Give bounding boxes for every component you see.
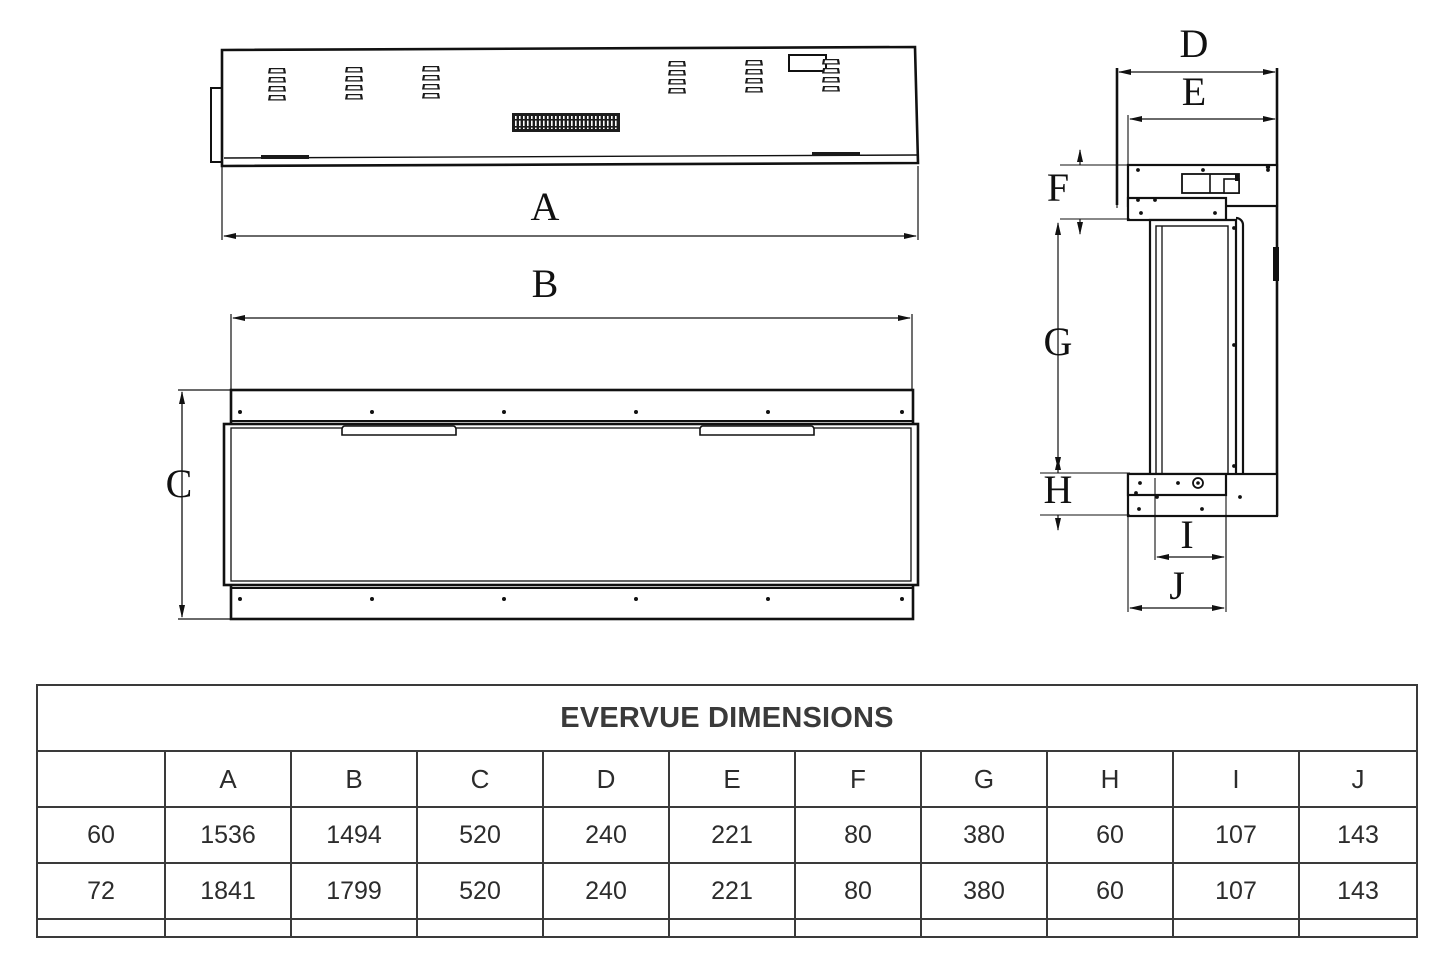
cell-clipped	[1046, 918, 1174, 938]
column-header-d: D	[542, 750, 670, 808]
cell-a: 1841	[164, 862, 292, 920]
table-title-row: EVERVUE DIMENSIONS	[35, 684, 1419, 752]
side-view-top-bracket-lip	[1126, 196, 1228, 222]
cell-clipped	[920, 918, 1048, 938]
cell-clipped	[290, 918, 418, 938]
front-view-glass-inner-edge	[230, 427, 912, 582]
table-header-row: A B C D E F G H I J	[36, 750, 1419, 808]
cell-i: 107	[1172, 806, 1300, 864]
top-view-front-clip-left	[261, 155, 309, 159]
cell-g: 380	[920, 806, 1048, 864]
dimension-label-j: J	[1169, 563, 1185, 608]
dimension-j: J	[1127, 516, 1227, 612]
dimension-h: H	[1040, 457, 1130, 531]
cell-clipped	[1297, 918, 1419, 938]
cell-clipped	[542, 918, 670, 938]
dimension-label-b: B	[532, 261, 559, 306]
cell-clipped	[36, 918, 166, 938]
front-view-mounting-holes-bottom	[238, 597, 904, 601]
table-title: EVERVUE DIMENSIONS	[35, 684, 1419, 752]
dimension-label-d: D	[1180, 21, 1209, 66]
front-view	[222, 388, 920, 621]
side-view-bottom-bracket-holes	[1134, 481, 1242, 511]
cell-a: 1536	[164, 806, 292, 864]
cell-e: 221	[668, 806, 796, 864]
cell-model: 72	[36, 862, 166, 920]
cell-c: 520	[416, 862, 544, 920]
dimensions-table: EVERVUE DIMENSIONS A B C D E F G H I J 6…	[35, 684, 1419, 938]
cell-j: 143	[1297, 862, 1419, 920]
table-row: 72 1841 1799 520 240 221 80 380 60 107 1…	[36, 862, 1419, 920]
column-header-e: E	[668, 750, 796, 808]
front-view-mounting-holes-top	[238, 410, 904, 414]
dimension-g: G	[1044, 218, 1130, 474]
table-row-truncated	[36, 918, 1419, 938]
cell-clipped	[416, 918, 544, 938]
cell-f: 80	[794, 806, 922, 864]
cell-g: 380	[920, 862, 1048, 920]
dimension-label-h: H	[1044, 467, 1073, 512]
dimension-label-c: C	[166, 461, 193, 506]
column-header-g: G	[920, 750, 1048, 808]
cell-clipped	[794, 918, 922, 938]
top-view-left-tab	[210, 87, 223, 163]
column-header-h: H	[1046, 750, 1174, 808]
cell-c: 520	[416, 806, 544, 864]
dimension-label-i: I	[1180, 512, 1193, 557]
cell-f: 80	[794, 862, 922, 920]
top-view-center-grille	[512, 113, 620, 132]
side-view-control-box	[1181, 173, 1240, 194]
cell-d: 240	[542, 862, 670, 920]
cell-clipped	[668, 918, 796, 938]
side-view-bottom-fitting	[1192, 477, 1204, 489]
column-header-i: I	[1172, 750, 1300, 808]
column-header-f: F	[794, 750, 922, 808]
dimension-c: C	[166, 389, 233, 620]
side-view-glass-inner	[1155, 225, 1229, 477]
dimension-e: E	[1127, 69, 1278, 167]
cell-h: 60	[1046, 806, 1174, 864]
top-view-inner-edge	[223, 154, 918, 159]
cell-model: 60	[36, 806, 166, 864]
dimension-label-g: G	[1044, 319, 1073, 364]
cell-clipped	[164, 918, 292, 938]
dimension-label-a: A	[531, 184, 560, 229]
column-header-b: B	[290, 750, 418, 808]
top-view-junction-box	[788, 54, 827, 72]
side-view-right-wall-holes	[1265, 164, 1271, 513]
cell-j: 143	[1297, 806, 1419, 864]
front-view-tab-right	[699, 425, 815, 436]
dimension-b: B	[230, 261, 913, 392]
column-header-c: C	[416, 750, 544, 808]
dimension-label-f: F	[1047, 165, 1069, 210]
column-header-a: A	[164, 750, 292, 808]
table-row: 60 1536 1494 520 240 221 80 380 60 107 1…	[36, 806, 1419, 864]
front-view-tab-left	[341, 425, 457, 436]
cell-h: 60	[1046, 862, 1174, 920]
cell-i: 107	[1172, 862, 1300, 920]
top-view-front-clip-right	[812, 152, 860, 156]
top-view-body	[220, 45, 920, 168]
top-view	[210, 45, 920, 168]
column-header-j: J	[1297, 750, 1419, 808]
side-view-top-bracket-holes	[1136, 168, 1270, 215]
cell-b: 1494	[290, 806, 418, 864]
cell-e: 221	[668, 862, 796, 920]
side-view-body-holes	[1232, 226, 1236, 468]
dimension-a: A	[221, 166, 919, 240]
cell-clipped	[1172, 918, 1300, 938]
column-header-model	[36, 750, 166, 808]
side-view	[1115, 68, 1279, 518]
cell-d: 240	[542, 806, 670, 864]
side-view-right-tab	[1273, 247, 1279, 281]
cell-b: 1799	[290, 862, 418, 920]
dimension-label-e: E	[1182, 69, 1206, 114]
